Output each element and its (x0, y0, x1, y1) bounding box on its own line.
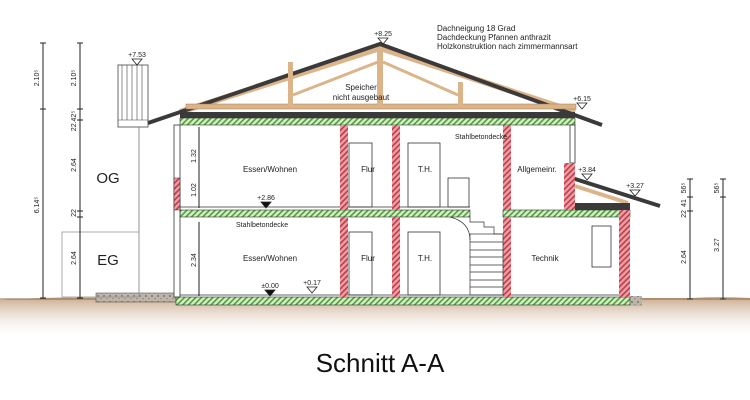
drawing-title: Schnitt A-A (316, 348, 445, 378)
level-labels: +7.53 +8.25 +6.15 +3.84 +3.27 +2.86 ±0.0… (128, 31, 644, 290)
room-label: Flur (361, 165, 375, 174)
dim-label: 6.14⁵ (34, 197, 41, 214)
level-neighbor: +7.53 (128, 52, 146, 59)
level-eave: +6.15 (573, 96, 591, 103)
dim-label: 56⁵ (681, 183, 688, 194)
dim-label: 22 (71, 209, 78, 217)
room-label: Essen/Wohnen (243, 254, 297, 263)
dim-label: 56⁵ (714, 183, 721, 194)
stairs (449, 216, 504, 296)
annex-roof (571, 176, 661, 210)
rooms-eg: Essen/Wohnen Flur T.H. Technik (243, 254, 560, 263)
roof-note-construction: Holzkonstruktion nach zimmermannsart (437, 42, 578, 51)
roof (147, 41, 603, 127)
dim-label: 2.64 (681, 250, 688, 264)
dim-label: 2.10⁵ (71, 70, 78, 87)
neighbor-building (61, 64, 149, 298)
dim-label: 1.02 (191, 183, 198, 197)
dimension-lines (40, 42, 726, 300)
level-ground: ±0.00 (261, 283, 279, 290)
room-label: T.H. (418, 165, 432, 174)
level-annex-top: +3.84 (578, 167, 596, 174)
rooms-og: Essen/Wohnen Flur T.H. Allgemeinr. (243, 165, 557, 174)
room-label: T.H. (418, 254, 432, 263)
openings (348, 142, 612, 296)
level-og-floor: +2.86 (257, 195, 275, 202)
dim-label: 22.42⁵ (71, 111, 78, 132)
room-label: Technik (531, 254, 559, 263)
dim-label: 2.10⁵ (34, 70, 41, 87)
floor-label-eg: EG (97, 252, 119, 269)
roof-note-pitch: Dachneigung 18 Grad (437, 24, 515, 33)
room-label: Allgemeinr. (517, 165, 557, 174)
level-terrace: +0.17 (303, 280, 321, 287)
dim-label: 2.64 (71, 158, 78, 172)
room-label: Flur (361, 254, 375, 263)
level-ridge: +8.25 (374, 31, 392, 38)
slab-label-mid: Stahlbetondecke (236, 222, 288, 229)
dim-label: 3.27 (714, 238, 721, 252)
level-annex-eave: +3.27 (626, 183, 644, 190)
dim-label: 41 (681, 199, 688, 207)
walls (173, 124, 630, 298)
room-label: Essen/Wohnen (243, 165, 297, 174)
slab-label-top: Stahlbetondecke (455, 134, 507, 141)
roof-notes: Dachneigung 18 Grad Dachdeckung Pfannen … (437, 24, 578, 51)
floor-label-og: OG (96, 170, 119, 187)
roof-note-covering: Dachdeckung Pfannen anthrazit (437, 33, 552, 42)
level-markers (131, 37, 641, 297)
dim-label: 22 (681, 210, 688, 218)
dimension-labels: 2.10⁵ 6.14⁵ 2.10⁵ 22.42⁵ 2.64 22 2.64 1.… (34, 70, 721, 267)
attic-label: Speicher (345, 83, 377, 92)
attic-note: nicht ausgebaut (333, 93, 390, 102)
dim-label: 2.34 (191, 253, 198, 267)
dim-label: 2.64 (71, 251, 78, 265)
dim-label: 1.32 (191, 149, 198, 163)
